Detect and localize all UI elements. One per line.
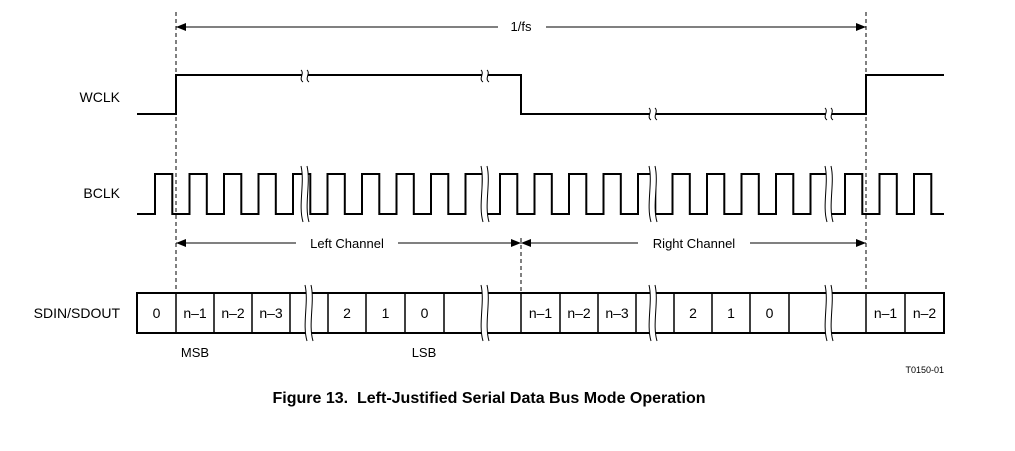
period-arrow: 1/fs (176, 19, 866, 34)
right-channel-arrow: Right Channel (521, 236, 866, 251)
left-channel-label: Left Channel (310, 236, 384, 251)
sdin-cell: 0 (153, 305, 161, 321)
sdin-label: SDIN/SDOUT (34, 305, 121, 321)
lsb-label: LSB (412, 345, 437, 360)
sdin-cell: n–2 (567, 305, 591, 321)
bclk-breaks (300, 165, 834, 223)
sdin-cell: 0 (766, 305, 774, 321)
sdin-cell: n–2 (913, 305, 937, 321)
sdin-cell: 2 (689, 305, 697, 321)
sdin-cell: 1 (382, 305, 390, 321)
figure-id: T0150-01 (905, 365, 944, 375)
wclk-break-4 (824, 107, 834, 121)
wclk-break-3 (648, 107, 658, 121)
period-label: 1/fs (511, 19, 532, 34)
sdin-cell: n–1 (874, 305, 898, 321)
sdin-cell: n–1 (183, 305, 207, 321)
sdin-break-1 (304, 284, 314, 342)
bclk-waveform (137, 173, 944, 215)
sdin-cell: 0 (421, 305, 429, 321)
right-channel-label: Right Channel (653, 236, 735, 251)
msb-label: MSB (181, 345, 209, 360)
wclk-label: WCLK (80, 89, 121, 105)
bclk-break-3 (648, 165, 658, 223)
sdin-row: 0 n–1 n–2 n–3 2 1 0 n–1 n–2 n–3 2 1 0 n–1 n–2 (136, 284, 945, 342)
sdin-break-4 (824, 284, 834, 342)
wclk-break-1 (300, 69, 310, 83)
figure-caption: Figure 13. Left-Justified Serial Data Bu… (273, 390, 706, 407)
sdin-cell: n–2 (221, 305, 245, 321)
sdin-break-2 (480, 284, 490, 342)
bclk-label: BCLK (83, 185, 120, 201)
wclk-break-2 (480, 69, 490, 83)
sdin-break-3 (648, 284, 658, 342)
sdin-cell: 1 (727, 305, 735, 321)
bclk-break-4 (824, 165, 834, 223)
sdin-cell: 2 (343, 305, 351, 321)
wclk-waveform (137, 74, 944, 115)
sdin-cell: n–3 (259, 305, 283, 321)
bclk-break-1 (300, 165, 310, 223)
sdin-cell: n–1 (529, 305, 553, 321)
sdin-frame (136, 292, 945, 334)
wclk-breaks (300, 69, 834, 121)
bclk-break-2 (480, 165, 490, 223)
left-channel-arrow: Left Channel (176, 236, 521, 251)
sdin-cell: n–3 (605, 305, 629, 321)
reference-lines (175, 12, 867, 295)
